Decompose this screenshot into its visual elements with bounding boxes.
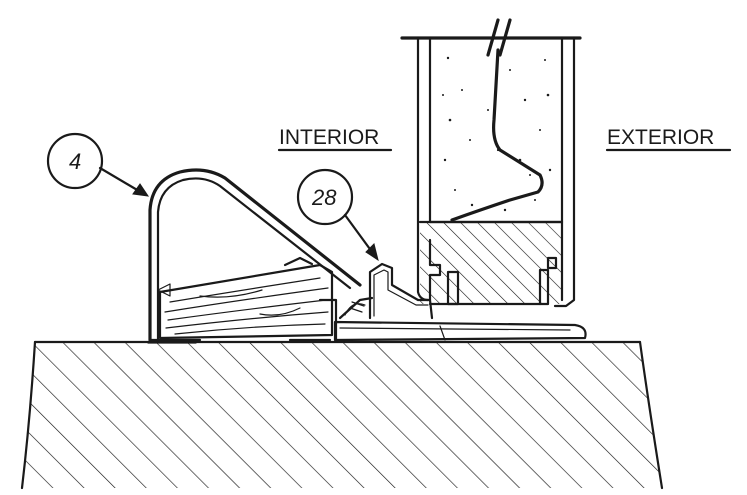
callout-28-text: 28 xyxy=(311,185,337,210)
sill-plate xyxy=(333,296,587,342)
interior-label-text: INTERIOR xyxy=(279,126,379,149)
callout-4-text: 4 xyxy=(69,149,81,174)
door-insulation-dots xyxy=(442,56,552,212)
interior-label: INTERIOR xyxy=(277,126,393,152)
threshold-saddle xyxy=(147,168,362,344)
callout-28: 28 xyxy=(296,168,379,262)
exterior-label: EXTERIOR xyxy=(605,126,732,152)
door-panel xyxy=(400,18,582,308)
wood-blocking xyxy=(158,263,334,340)
subfloor xyxy=(20,340,664,490)
callout-4: 4 xyxy=(46,132,150,197)
exterior-label-text: EXTERIOR xyxy=(607,126,714,149)
